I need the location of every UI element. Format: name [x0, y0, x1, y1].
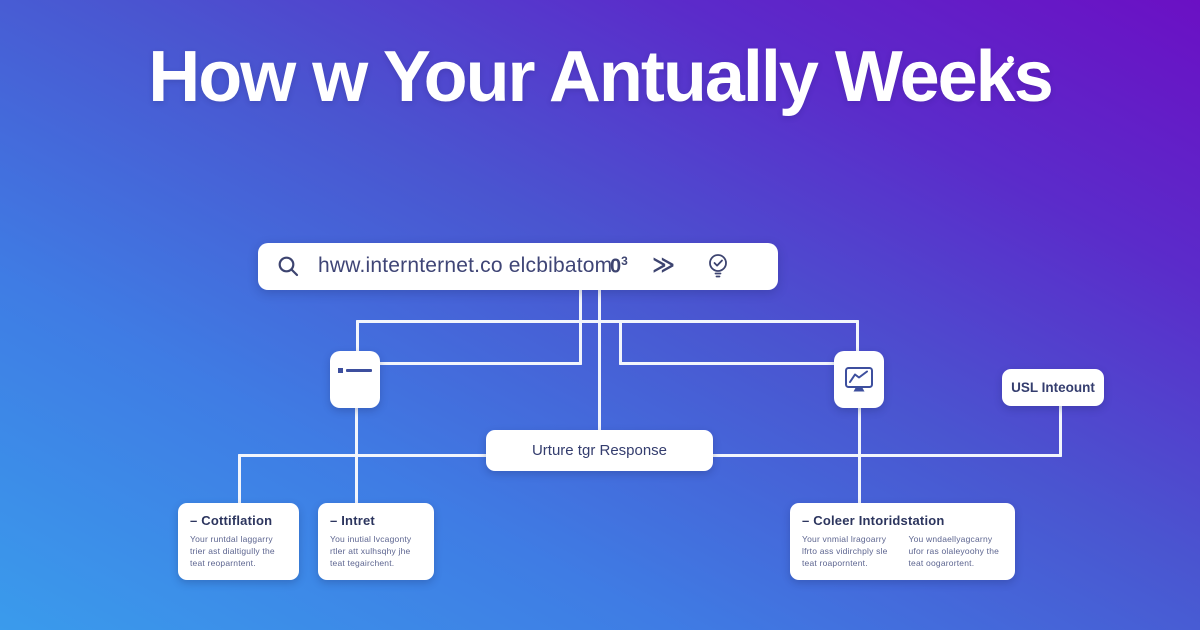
browser-address-bar[interactable]: hww.internternet.co elcbibatom 03 ≫: [258, 243, 778, 290]
connector-chart-top-stub: [856, 320, 859, 353]
card-coleer-intoridstation: – Coleer Intoridstation Your vnmial lrag…: [790, 503, 1015, 580]
connector-left-card-drop: [238, 454, 241, 505]
response-node-label: Urture tgr Response: [531, 442, 668, 459]
url-node-label: USL Inteount: [1011, 380, 1095, 395]
card-heading: – Cottiflation: [190, 513, 273, 528]
card-body-col2: You wndaellyagcarny ufor ras olaleyoohy …: [908, 534, 1000, 568]
response-node: Urture tgr Response: [486, 430, 713, 471]
page-title: How w Your Antually Weeks: [148, 37, 1054, 117]
card-intret: – Intret You inutial lvcagonty rtler att…: [318, 503, 434, 580]
doc-bullet: [338, 368, 343, 373]
connector-usl-riser: [1059, 404, 1062, 457]
card-body: Your runtdal laggarry trier ast dialtigu…: [190, 534, 275, 568]
connector-mid-drop: [619, 320, 622, 365]
bulb-check-icon[interactable]: [706, 252, 730, 280]
connector-response-right-branch: [712, 454, 1062, 457]
zero-superscript: 3: [621, 254, 628, 268]
card-body-col1: Your vnmial lragoarry lfrto ass vidirchp…: [802, 534, 888, 568]
superscript-zero-icon[interactable]: 03: [610, 254, 628, 279]
chart-node: [834, 351, 884, 408]
card-body: You inutial lvcagonty rtler att xulhsqhy…: [330, 534, 412, 568]
card-heading: – Intret: [330, 513, 375, 528]
document-icon: [338, 368, 372, 391]
connector-searchbar-left-drop: [579, 289, 582, 365]
connector-response-left-branch: [238, 454, 488, 457]
chart-monitor-icon: [840, 361, 878, 399]
double-chevron-icon[interactable]: ≫: [652, 252, 675, 277]
address-text[interactable]: hww.internternet.co elcbibatom: [318, 254, 613, 277]
connector-doc-top-stub: [356, 320, 359, 353]
connector-top-branch: [356, 320, 859, 323]
url-node: USL Inteount: [1002, 369, 1104, 406]
connector-searchbar-to-response: [598, 289, 601, 432]
card-heading: – Coleer Intoridstation: [802, 513, 945, 528]
card-cottiflation: – Cottiflation Your runtdal laggarry tri…: [178, 503, 299, 580]
title-diacritic-dot: [1007, 56, 1014, 63]
zero-glyph: 0: [610, 255, 622, 278]
connector-doc-right-link: [378, 362, 582, 365]
connector-chart-left-link: [619, 362, 837, 365]
document-node: [330, 351, 380, 408]
search-icon[interactable]: [276, 254, 301, 279]
